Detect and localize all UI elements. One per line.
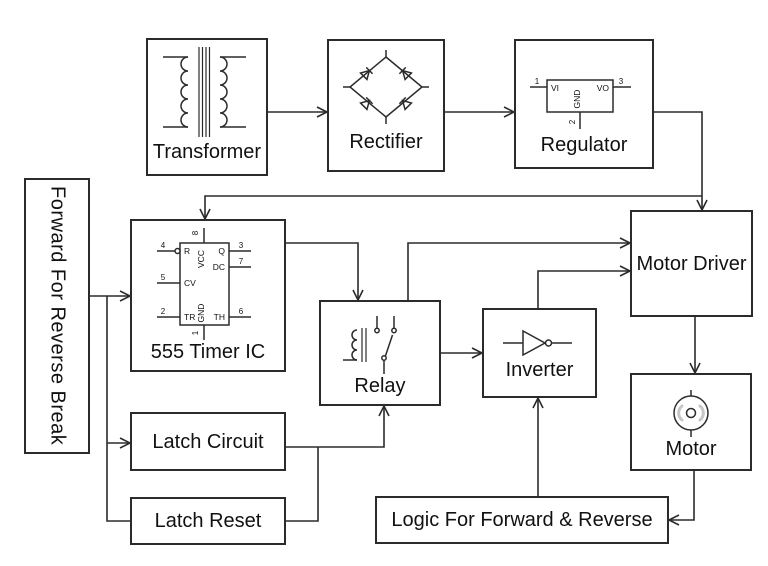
wire-power-to-timer [199, 195, 702, 221]
timer-vcc-label: VCC [196, 250, 206, 268]
timer-pin1-label: 1 [191, 330, 200, 335]
timer-pin8-label: 8 [191, 230, 200, 235]
block-label: 555 Timer IC [150, 341, 266, 363]
block-transformer: Transformer [146, 38, 268, 176]
regulator-pin3-label: 3 [619, 77, 624, 86]
inverter-gate-icon [503, 329, 572, 357]
block-motor: Motor [630, 373, 752, 471]
timer-pin3-label: 3 [239, 241, 244, 250]
block-control: Forward For Reverse Break [24, 178, 90, 454]
wire-latch-reset-junction [286, 447, 319, 522]
bridge-rectifier-icon [343, 50, 429, 124]
wire-control-branch [106, 296, 130, 522]
block-label: Motor Driver [636, 252, 747, 275]
timer-r-label: R [184, 246, 190, 256]
block-555-timer: 8 1 4 5 2 3 7 6 R CV TR Q DC TH VCC GND … [130, 219, 286, 372]
block-label: Logic For Forward & Reverse [391, 509, 653, 531]
timer-pin6-label: 6 [239, 307, 244, 316]
wire-inverter-to-motor-driver [537, 265, 632, 308]
wire-motor-to-logic [667, 471, 695, 526]
block-inverter: Inverter [482, 308, 597, 398]
block-regulator: VI VO GND 1 3 2 Regulator [514, 39, 654, 169]
block-label: Rectifier [349, 131, 423, 153]
block-label: Transformer [152, 141, 262, 163]
timer-th-label: TH [214, 312, 225, 322]
timer-ic-icon: 8 1 4 5 2 3 7 6 R CV TR Q DC TH VCC GND [157, 228, 251, 340]
motor-icon [673, 390, 709, 437]
regulator-ic-icon: VI VO GND 1 3 2 [530, 77, 631, 129]
wire-latch-circuit-to-relay [286, 404, 390, 448]
relay-icon [343, 316, 397, 374]
timer-dc-label: DC [213, 262, 225, 272]
block-label: Relay [354, 375, 406, 397]
block-latch-reset: Latch Reset [130, 497, 286, 545]
timer-cv-label: CV [184, 278, 196, 288]
block-label: Latch Circuit [152, 430, 264, 453]
block-motor-driver: Motor Driver [630, 210, 753, 317]
timer-pin7-label: 7 [239, 257, 244, 266]
regulator-pin2-label: 2 [568, 119, 577, 124]
block-label: Motor [665, 438, 717, 460]
timer-pin2-label: 2 [161, 307, 166, 316]
block-relay: Relay [319, 300, 441, 406]
wire-timer-to-relay [286, 242, 364, 302]
regulator-pin1-label: 1 [535, 77, 540, 86]
transformer-icon [163, 47, 246, 137]
block-label: Inverter [505, 359, 574, 381]
block-logic-forward-reverse: Logic For Forward & Reverse [375, 496, 669, 544]
block-label: Regulator [540, 134, 628, 156]
block-label: Forward For Reverse Break [46, 186, 69, 446]
timer-pin4-label: 4 [161, 241, 166, 250]
block-latch-circuit: Latch Circuit [130, 412, 286, 471]
timer-tr-label: TR [184, 312, 195, 322]
timer-q-label: Q [218, 246, 225, 256]
block-label: Latch Reset [154, 510, 262, 532]
timer-pin5-label: 5 [161, 273, 166, 282]
regulator-vi-label: VI [551, 83, 559, 93]
wire-relay-to-motor-driver [407, 237, 632, 300]
regulator-vo-label: VO [597, 83, 610, 93]
regulator-gnd-label: GND [572, 90, 582, 109]
wire-regulator-to-motor-driver [654, 111, 708, 212]
block-rectifier: Rectifier [327, 39, 445, 172]
timer-gnd-label: GND [196, 304, 206, 323]
